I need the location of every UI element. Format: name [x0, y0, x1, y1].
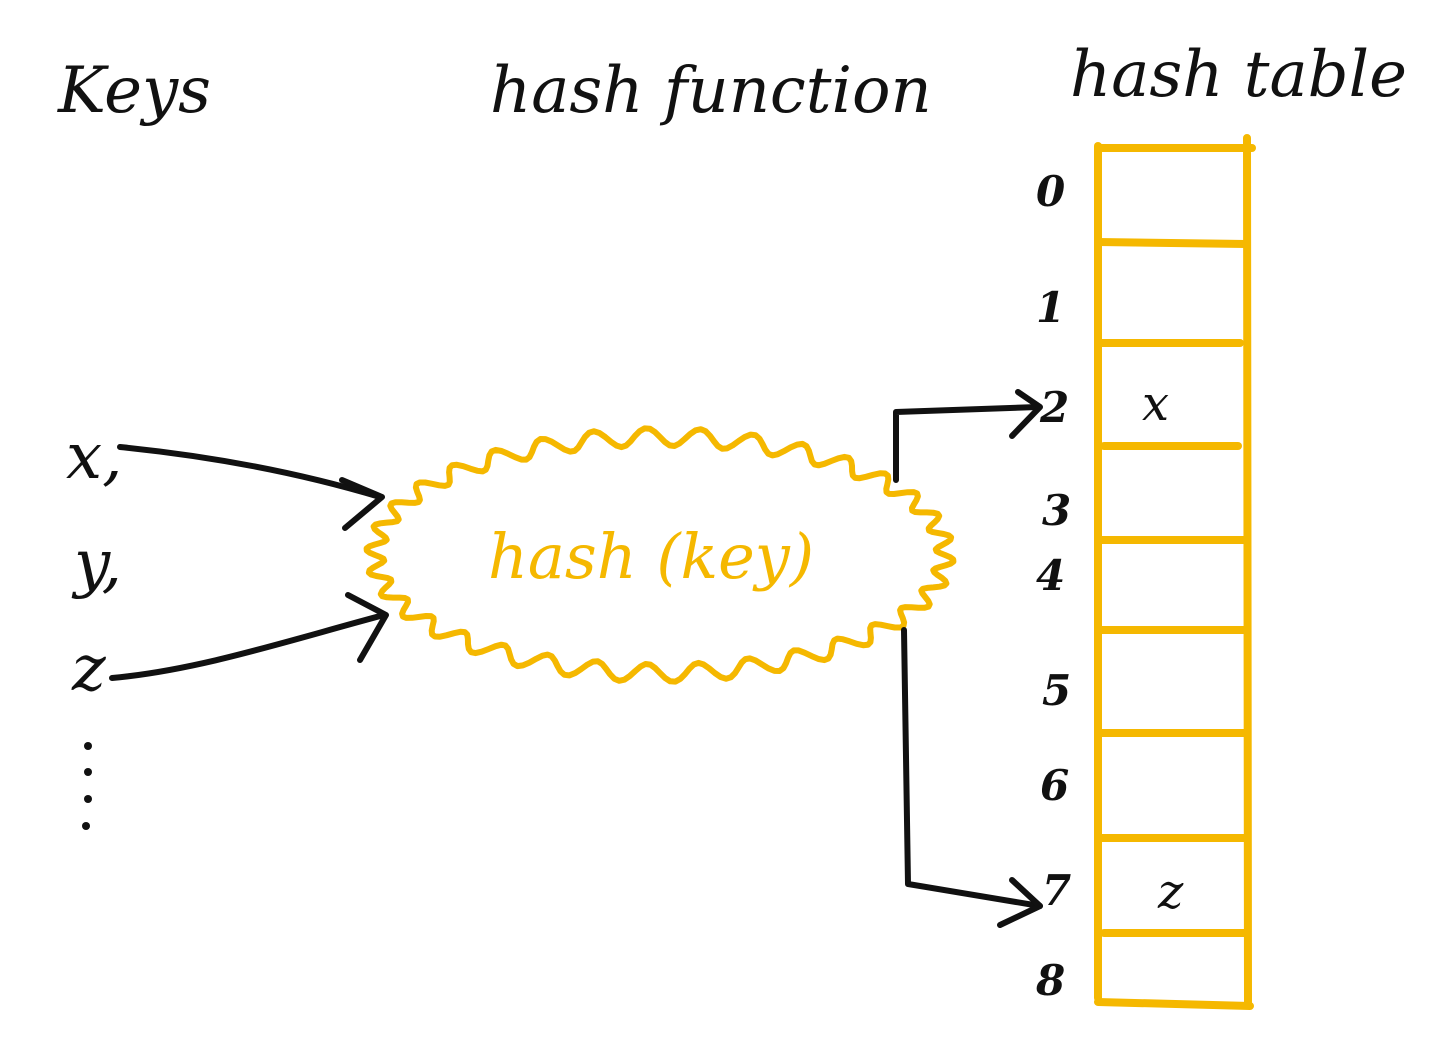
arrow-key-x-to-hash	[117, 444, 385, 531]
key-z: z	[71, 632, 107, 706]
hash-function-cloud: hash (key)	[363, 425, 957, 685]
index-2: 2	[1039, 383, 1069, 432]
index-6: 6	[1040, 761, 1069, 810]
table-cell-2: x	[1142, 376, 1169, 432]
hash-table: 0 1 2 3 4 5 6 7 8 x z	[1035, 134, 1256, 1010]
index-5: 5	[1042, 666, 1071, 715]
ellipsis-dot-2	[84, 768, 92, 776]
keys-ellipsis: ⋮	[82, 742, 92, 830]
ellipsis-dot-3	[84, 795, 92, 803]
keys-list: x, y, z ⋮	[66, 420, 122, 830]
table-bottom-border	[1094, 998, 1254, 1010]
key-y: y,	[71, 527, 122, 601]
hash-function-label: hash (key)	[488, 520, 814, 593]
arrow-hash-to-index-7	[901, 627, 1043, 928]
hash-table-heading: hash table	[1070, 38, 1407, 112]
arrow-key-z-to-hash	[109, 592, 389, 681]
ellipsis-dot-1	[84, 742, 92, 750]
table-indices: 0 1 2 3 4 5 6 7 8	[1035, 167, 1071, 1005]
table-cells: x z	[1142, 376, 1184, 920]
index-7: 7	[1042, 866, 1071, 915]
table-cell-7: z	[1157, 864, 1184, 920]
index-1: 1	[1036, 283, 1065, 332]
index-8: 8	[1035, 956, 1065, 1005]
ellipsis-dot-4	[82, 822, 90, 830]
hash-function-heading: hash function	[490, 54, 932, 128]
row-divider-1	[1094, 238, 1250, 248]
key-x: x,	[66, 420, 122, 494]
arrow-hash-to-index-2	[893, 389, 1043, 483]
keys-heading: Keys	[57, 54, 211, 128]
table-right-border	[1243, 134, 1252, 1008]
cloud-outline	[363, 425, 957, 685]
index-4: 4	[1036, 551, 1065, 600]
index-0: 0	[1036, 167, 1065, 216]
index-3: 3	[1042, 486, 1071, 535]
